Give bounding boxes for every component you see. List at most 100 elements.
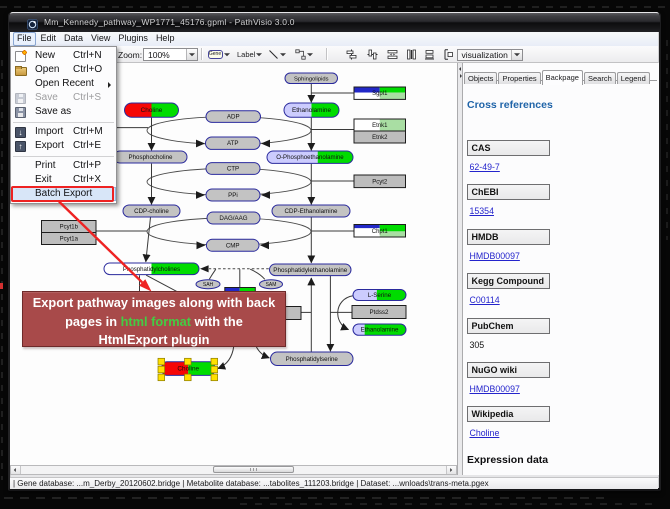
menu-help[interactable]: Help — [155, 33, 175, 43]
selection-handles[interactable] — [157, 357, 218, 382]
label-tool-button[interactable]: Label — [236, 47, 263, 62]
node-label-etnk1: Etnk1 — [372, 123, 388, 129]
selection-handle[interactable] — [184, 373, 192, 382]
backpage-link-kegg-compound[interactable]: C00114 — [469, 295, 500, 306]
menu-separator — [11, 119, 116, 125]
horizontal-scrollbar[interactable] — [10, 464, 457, 475]
tab-properties[interactable]: Properties — [498, 72, 541, 84]
selection-handle[interactable] — [157, 365, 165, 374]
menu-item-label: Open Recent — [35, 78, 94, 89]
backpage-link-nugo-wiki[interactable]: HMDB00097 — [469, 384, 520, 395]
gene-datanode-tool-button[interactable]: Gene — [204, 47, 234, 62]
chevron-down-icon[interactable] — [306, 48, 314, 61]
node-phosphocholine[interactable]: Phosphocholine — [113, 150, 188, 164]
zoom-combobox[interactable]: 100% — [143, 48, 198, 61]
selection-handle[interactable] — [210, 373, 218, 382]
selection-handle[interactable] — [157, 357, 165, 366]
collapse-left-icon[interactable] — [458, 67, 461, 71]
node-pcyt1a[interactable]: Pcyt1a — [41, 232, 97, 245]
node-phosphatidylethanolamine[interactable]: Phosphatidylethanolamine — [269, 263, 352, 277]
tab-search[interactable]: Search — [583, 72, 616, 84]
pathvisio-app-icon — [27, 17, 38, 30]
menu-view[interactable]: View — [91, 33, 111, 43]
desktop-artifact — [0, 6, 670, 8]
connector-tool-button[interactable] — [292, 47, 317, 62]
backpage-link-hmdb[interactable]: HMDB00097 — [469, 250, 520, 261]
node-label-phosphatidylserine: Phosphatidylserine — [286, 356, 339, 363]
node-dag[interactable]: DAG/AAG — [206, 211, 261, 225]
node-pcyt2[interactable]: Pcyt2 — [353, 174, 406, 189]
chevron-down-icon[interactable] — [255, 48, 262, 61]
visualization-combobox[interactable]: visualization — [456, 48, 523, 61]
stack-vertical-button[interactable] — [422, 47, 437, 62]
menu-edit[interactable]: Edit — [40, 33, 57, 43]
node-pcyt1b[interactable]: Pcyt1b — [41, 220, 97, 233]
cross-references-header: Cross references — [467, 99, 553, 111]
node-sgpl1[interactable]: Sgpl1 — [353, 86, 406, 100]
align-center-y-button[interactable] — [365, 47, 380, 62]
node-cdp-choline[interactable]: CDP-choline — [122, 204, 181, 218]
chevron-down-icon[interactable] — [186, 49, 197, 60]
selection-handle[interactable] — [184, 357, 192, 366]
selection-handle[interactable] — [210, 365, 218, 374]
node-adp[interactable]: ADP — [205, 110, 261, 123]
chevron-down-icon[interactable] — [223, 48, 231, 61]
node-label-chpt1: Chpt1 — [372, 229, 389, 235]
desktop-artifact — [1, 60, 3, 480]
menu-item-open-recent[interactable]: Open Recent — [11, 77, 116, 91]
tab-legend[interactable]: Legend — [616, 72, 650, 84]
backpage-link-wikipedia[interactable]: Choline — [469, 428, 500, 439]
distribute-horizontal-button[interactable] — [385, 47, 400, 62]
node-sphingolipids[interactable]: Sphingolipids — [284, 72, 338, 84]
title-bar[interactable]: Mm_Kennedy_pathway_WP1771_45176.gpml - P… — [9, 12, 660, 32]
node-phosphatidylcholines[interactable]: Phosphatidylcholines — [103, 262, 200, 276]
menu-data[interactable]: Data — [64, 33, 84, 43]
node-ctp[interactable]: CTP — [205, 162, 261, 175]
align-center-x-button[interactable] — [344, 47, 359, 62]
selection-handle[interactable] — [210, 357, 218, 366]
menu-plugins[interactable]: Plugins — [118, 33, 148, 43]
node-etnk2[interactable]: Etnk2 — [353, 130, 406, 144]
distribute-vertical-button[interactable] — [404, 47, 419, 62]
line-tool-button[interactable] — [265, 47, 290, 62]
scroll-left-button[interactable] — [11, 465, 21, 474]
menu-file[interactable]: File — [13, 32, 36, 46]
selection-handle[interactable] — [157, 373, 165, 382]
node-ethanolamine-top[interactable]: Ethanolamine — [283, 102, 340, 118]
page-layout-button[interactable] — [441, 47, 456, 62]
node-etnk1[interactable]: Etnk1 — [353, 118, 406, 132]
node-cmp[interactable]: CMP — [205, 238, 260, 252]
chevron-down-icon[interactable] — [510, 49, 522, 60]
backpage-link-chebi[interactable]: 15354 — [469, 206, 494, 217]
node-l-serine[interactable]: L-Serine — [352, 289, 407, 301]
node-ethanolamine-bottom[interactable]: Ethanolamine — [352, 323, 407, 336]
tab-objects[interactable]: Objects — [464, 72, 498, 84]
node-sam[interactable]: SAM — [259, 279, 283, 290]
tab-backpage[interactable]: Backpage — [541, 70, 583, 85]
node-phosphatidylserine[interactable]: Phosphatidylserine — [270, 351, 354, 366]
node-choline-top[interactable]: Choline — [124, 102, 179, 118]
node-o-phosphoethanolamine[interactable]: O-Phosphoethanolamine — [266, 150, 354, 164]
node-atp[interactable]: ATP — [205, 136, 261, 150]
panel-splitter[interactable] — [456, 63, 463, 475]
node-sah[interactable]: SAH — [195, 279, 221, 290]
scrollbar-thumb[interactable] — [213, 466, 294, 473]
menu-item-batch-export[interactable]: Batch Export — [11, 187, 116, 201]
scroll-right-button[interactable] — [446, 465, 456, 474]
collapse-right-icon[interactable] — [459, 74, 462, 78]
node-ppi[interactable]: PPi — [205, 188, 261, 202]
menu-item-save-as[interactable]: Save as — [11, 105, 116, 119]
node-ptdss2[interactable]: Ptdss2 — [351, 305, 407, 319]
chevron-down-icon[interactable] — [279, 48, 287, 61]
node-cdp-ethanolamine[interactable]: CDP-Ethanolamine — [271, 204, 351, 218]
backpage-link-cas[interactable]: 62-49-7 — [469, 161, 500, 172]
node-chpt1[interactable]: Chpt1 — [353, 224, 406, 238]
